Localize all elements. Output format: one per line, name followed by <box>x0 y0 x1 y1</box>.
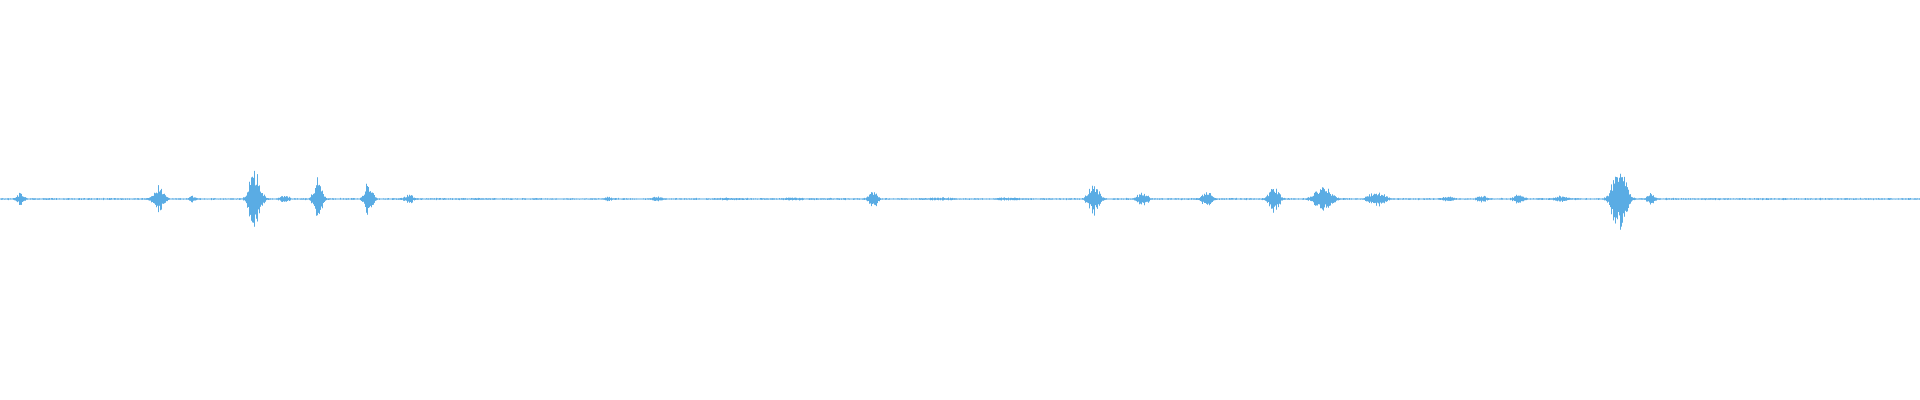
waveform-trace <box>0 170 1920 230</box>
